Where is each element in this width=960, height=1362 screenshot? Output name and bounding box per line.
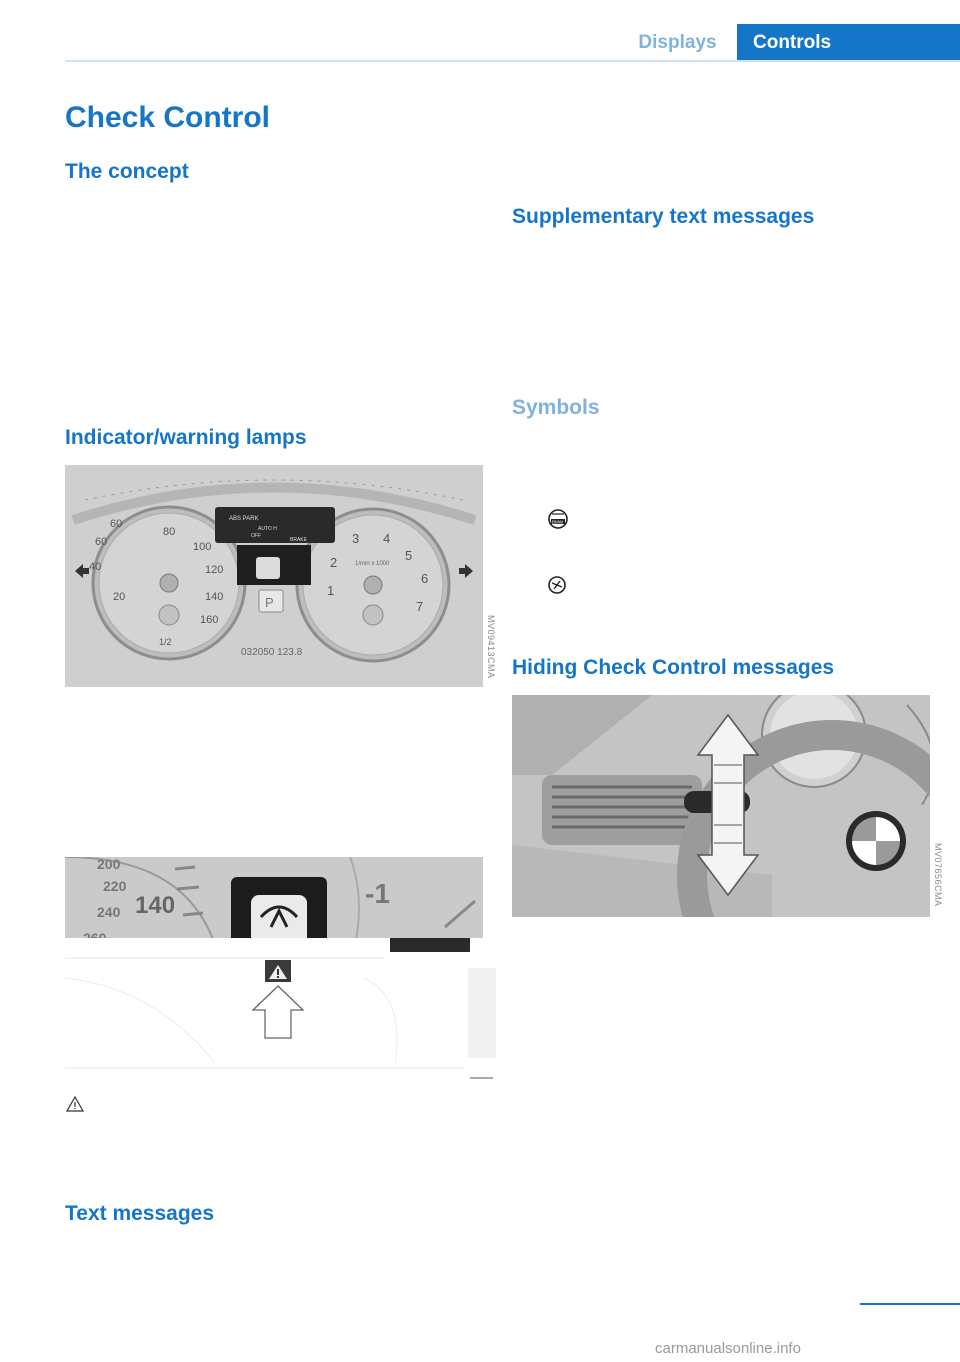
heading-supplementary: Supplementary text messages — [512, 205, 815, 228]
up-arrow-icon — [251, 985, 305, 1039]
rpm-tick-7: 7 — [416, 599, 423, 614]
heading-text-messages: Text messages — [65, 1202, 215, 1225]
speed-tick-120: 120 — [205, 564, 223, 576]
rpm-tick-1: 1 — [327, 583, 334, 598]
speed-tick-20: 20 — [113, 591, 125, 603]
speed-tick-60: 60 — [95, 536, 107, 548]
rpm-tick-4: 4 — [383, 531, 390, 546]
rpm-tick-6: 6 — [421, 571, 428, 586]
speed-tick-160: 160 — [200, 614, 218, 626]
display-closeup-lower — [64, 938, 497, 1080]
rpm-tick-5: 5 — [405, 548, 412, 563]
instrument-cluster-drawing: 40 60 60 80 100 120 140 160 20 1/2 1 2 3… — [65, 465, 483, 687]
right-turn-arrow — [459, 564, 473, 578]
header-divider — [65, 60, 960, 62]
speed-tick-140: 140 — [205, 591, 223, 603]
warning-triangle-icon — [65, 1095, 85, 1112]
steering-lever-figure — [512, 695, 930, 917]
display-closeup-lower-drawing — [64, 938, 496, 1079]
speed-tick-80: 80 — [163, 526, 175, 538]
lamps-top: ABS PARK — [229, 516, 259, 522]
fuel-half: 1/2 — [159, 637, 172, 647]
bmw-service-icon: BMW — [547, 508, 569, 530]
instrument-cluster-figure: 40 60 60 80 100 120 140 160 20 1/2 1 2 3… — [65, 465, 483, 687]
svg-text:BMW: BMW — [552, 520, 564, 525]
display-closeup-figure: 200 220 240 260 140 -1 — [65, 857, 483, 945]
speed-tick-40: 40 — [89, 561, 101, 573]
closeup-tick-200: 200 — [97, 857, 121, 872]
page-title: Check Control — [65, 101, 271, 134]
tab-controls[interactable]: Controls — [737, 24, 960, 62]
footer-divider — [860, 1303, 960, 1305]
closeup-tick-220: 220 — [103, 878, 127, 894]
tab-displays[interactable]: Displays — [638, 32, 717, 53]
heading-indicator-lamps: Indicator/warning lamps — [65, 426, 307, 449]
closeup-tick-240: 240 — [97, 904, 121, 920]
heading-hiding-messages: Hiding Check Control messages — [512, 656, 835, 679]
up-down-arrow-icon — [696, 713, 760, 897]
auto-h-label: AUTO H — [258, 526, 277, 532]
cluster-image-code: MV09413CMA — [486, 615, 496, 679]
gear-indicator: P — [265, 595, 274, 610]
speed-tick-100: 100 — [193, 541, 211, 553]
closeup-tick-minus1: -1 — [365, 878, 390, 909]
heading-concept: The concept — [65, 160, 189, 183]
brake-label: BRAKE — [290, 537, 308, 543]
display-closeup-drawing: 200 220 240 260 140 -1 — [65, 857, 483, 945]
speed-tick-80-a: 60 — [110, 518, 122, 530]
rpm-unit: 1/min x 1000 — [355, 561, 390, 567]
left-turn-arrow — [75, 564, 89, 578]
off-label: OFF — [251, 533, 261, 539]
footer-watermark: carmanualsonline.info — [655, 1340, 801, 1357]
odometer: 032050 123.8 — [241, 647, 303, 658]
steering-lever-drawing — [512, 695, 930, 917]
rpm-tick-2: 2 — [330, 555, 337, 570]
rpm-tick-3: 3 — [352, 531, 359, 546]
closeup-tick-140: 140 — [135, 892, 175, 919]
steering-image-code: MV07656CMA — [933, 843, 943, 907]
service-wrench-icon — [547, 575, 567, 595]
heading-symbols: Symbols — [512, 396, 600, 419]
